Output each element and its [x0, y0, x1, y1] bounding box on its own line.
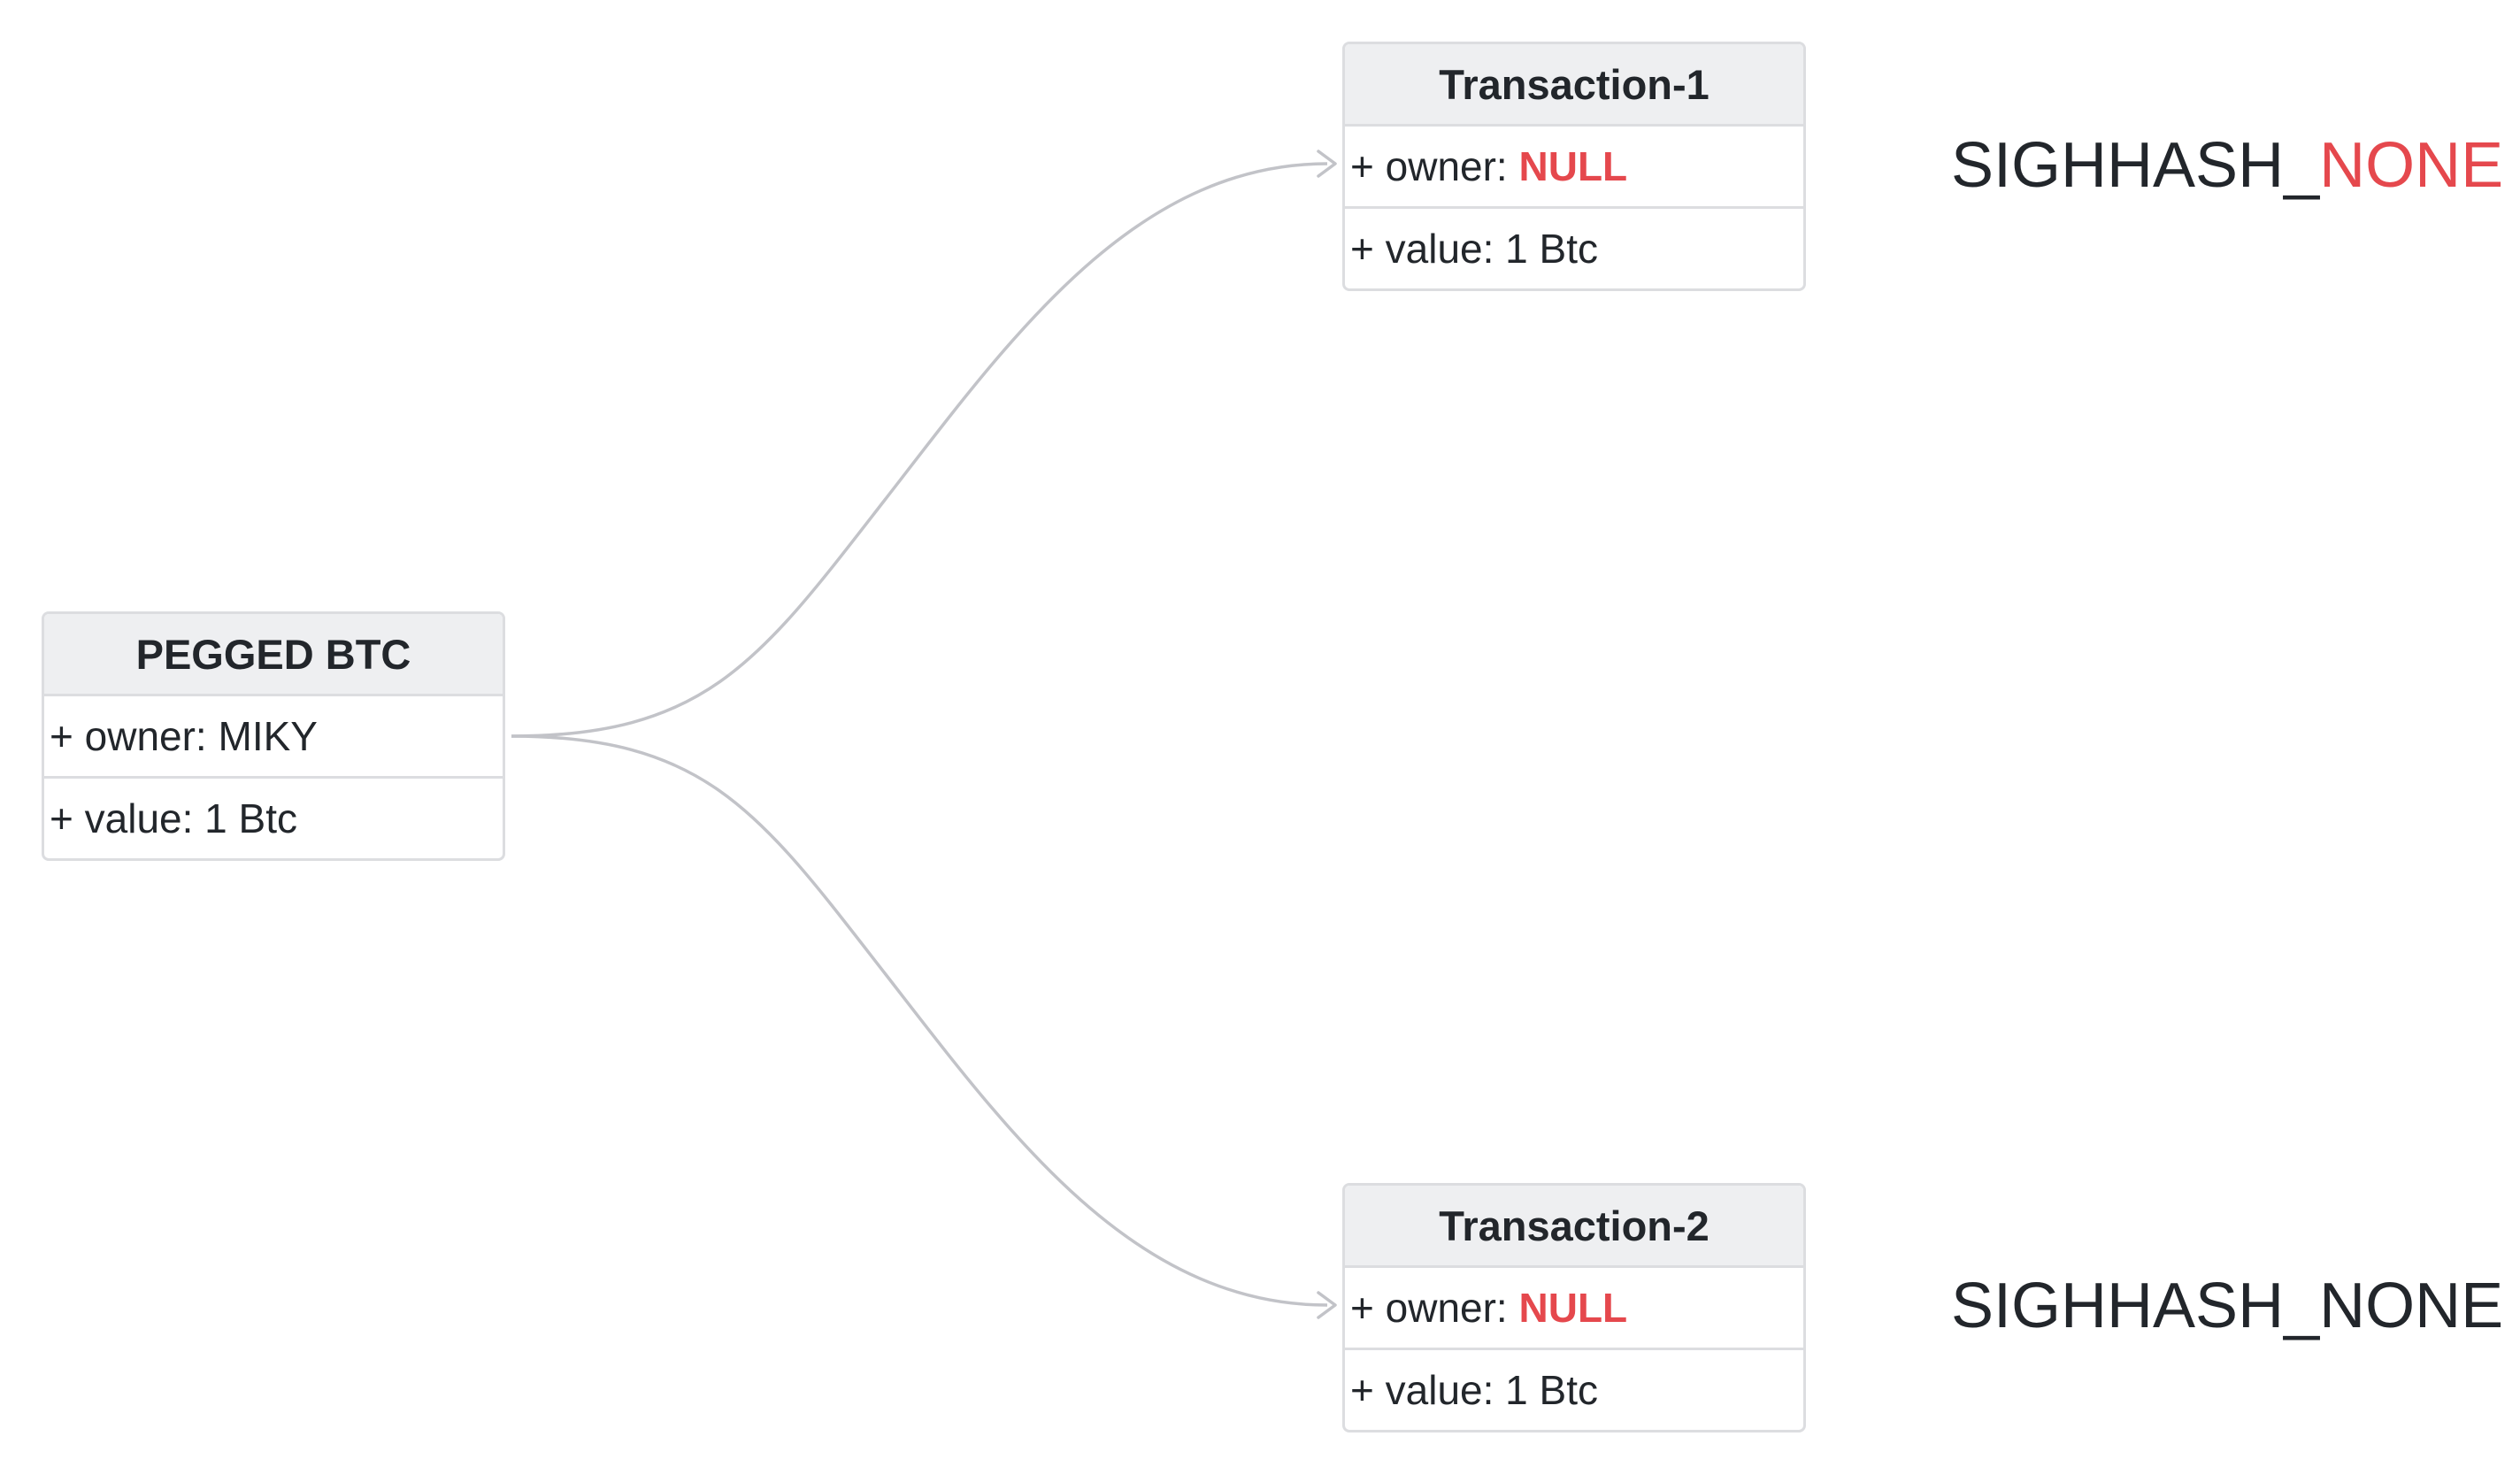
node-title: Transaction-1 [1345, 44, 1803, 127]
node-title: PEGGED BTC [44, 614, 503, 696]
owner-value-null: NULL [1518, 143, 1628, 189]
owner-prefix: + owner: [50, 713, 207, 759]
node-transaction-1: Transaction-1 + owner: NULL + value: 1 B… [1342, 42, 1806, 291]
node-transaction-2: Transaction-2 + owner: NULL + value: 1 B… [1342, 1183, 1806, 1432]
arrowhead-transaction-1 [1317, 150, 1337, 178]
owner-prefix: + owner: [1350, 143, 1508, 189]
node-pegged-btc: PEGGED BTC + owner: MIKY + value: 1 Btc [42, 611, 505, 861]
owner-value-null: NULL [1518, 1285, 1628, 1331]
owner-prefix: + owner: [1350, 1285, 1508, 1331]
value-field: + value: 1 Btc [44, 776, 503, 858]
sighhash-label-transaction-2: SIGHHASH_NONE [1951, 1271, 2504, 1341]
edge-pegged-to-transaction-2 [511, 734, 1328, 1307]
edge-pegged-to-transaction-1 [511, 162, 1328, 738]
owner-field: + owner: NULL [1345, 1268, 1803, 1348]
value-field: + value: 1 Btc [1345, 206, 1803, 288]
owner-field: + owner: MIKY [44, 696, 503, 776]
sighhash-prefix: SIGHHASH_ [1951, 130, 2320, 201]
owner-field: + owner: NULL [1345, 127, 1803, 206]
value-field: + value: 1 Btc [1345, 1348, 1803, 1430]
sighhash-none-highlight: NONE [2319, 130, 2504, 201]
sighhash-label-transaction-1: SIGHHASH_NONE [1951, 129, 2503, 202]
owner-value: MIKY [218, 713, 318, 759]
arrowhead-transaction-2 [1317, 1291, 1337, 1319]
node-title: Transaction-2 [1345, 1186, 1803, 1268]
